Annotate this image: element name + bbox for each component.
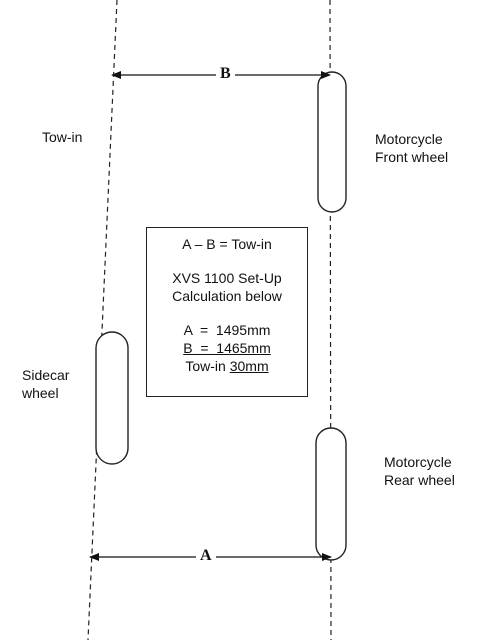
- rear-wheel-shape: [315, 427, 347, 561]
- dimension-b-label: B: [216, 65, 235, 83]
- setup-title: XVS 1100 Set-Up: [172, 270, 282, 286]
- tow-in-result-value: 30mm: [229, 358, 269, 374]
- rear-wheel-label: Motorcycle Rear wheel: [384, 453, 455, 489]
- measurement-a: A = 1495mm: [147, 321, 307, 339]
- setup-subtitle: Calculation below: [172, 288, 282, 304]
- measurement-b: B = 1465mm: [183, 340, 271, 356]
- sidecar-wheel-label: Sidecar wheel: [22, 366, 69, 402]
- rear-wheel-label-line-1: Motorcycle: [384, 454, 452, 470]
- sidecar-wheel-label-line-1: Sidecar: [22, 367, 70, 383]
- tow-in-result-label: Tow-in: [185, 358, 230, 374]
- front-wheel-shape: [317, 71, 347, 213]
- tow-in-result: Tow-in 30mm: [147, 357, 307, 375]
- calculation-box: A – B = Tow-in XVS 1100 Set-Up Calculati…: [146, 227, 308, 397]
- tow-in-label: Tow-in: [42, 129, 83, 145]
- rear-wheel-label-line-2: Rear wheel: [384, 472, 455, 488]
- sidecar-wheel-shape: [95, 331, 129, 465]
- front-wheel-label-line-1: Motorcycle: [375, 131, 443, 147]
- front-wheel-label: Motorcycle Front wheel: [375, 130, 448, 166]
- measurement-a-label: A =: [183, 322, 216, 338]
- tow-in-formula: A – B = Tow-in: [182, 236, 272, 252]
- front-wheel-label-line-2: Front wheel: [375, 149, 449, 165]
- sidecar-wheel-label-line-2: wheel: [22, 385, 59, 401]
- dimension-a-label: A: [196, 547, 216, 565]
- measurement-a-value: 1495mm: [215, 322, 271, 338]
- sidecar-wheel-line: [87, 0, 118, 640]
